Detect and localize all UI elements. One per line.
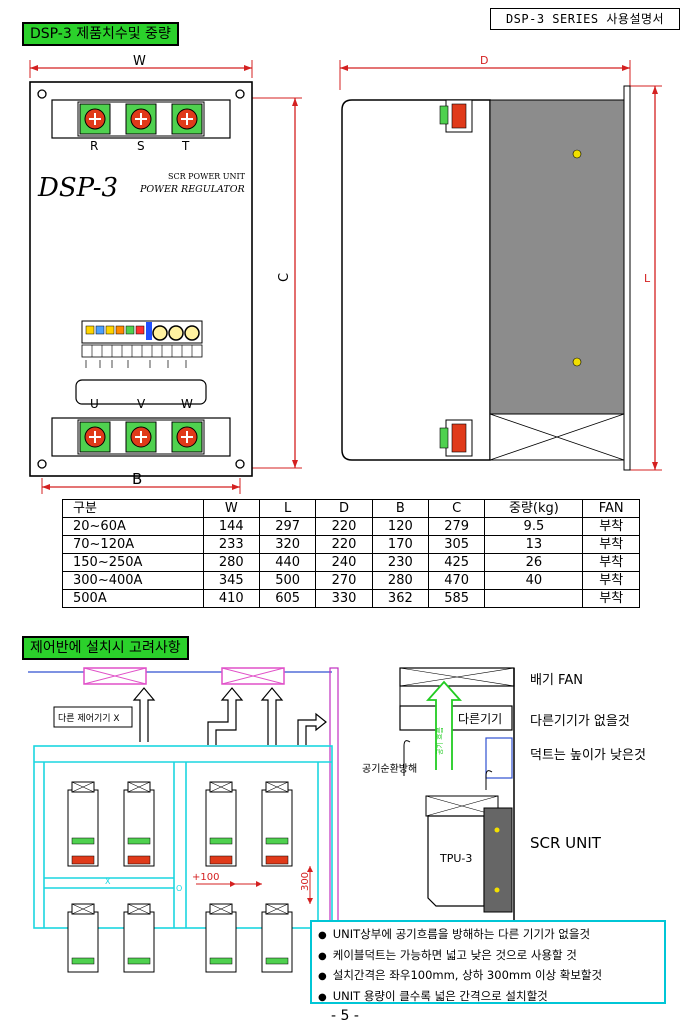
dimension-w-label: W <box>133 54 146 69</box>
no-other-device-note: 다른기기가 없을것 <box>530 714 630 729</box>
front-unit-body <box>29 81 253 477</box>
dimension-c <box>250 97 302 469</box>
duct-o-label: O <box>176 884 183 893</box>
table-row: 70~120A 233 320 220 170 305 13 부착 <box>62 535 640 554</box>
dimension-b <box>41 478 241 494</box>
input-terminals <box>79 103 203 135</box>
other-device-label: 다른 제어기기 X <box>58 714 120 724</box>
section-title-installation: 제어반에 설치시 고려사항 <box>22 636 189 660</box>
table-cell: 362 <box>371 589 430 608</box>
table-cell: 605 <box>258 589 317 608</box>
tpu-label: TPU-3 <box>440 852 473 865</box>
table-cell: 330 <box>315 589 373 608</box>
panel-exhaust-fans <box>83 667 285 685</box>
table-row: 20~60A 144 297 220 120 279 9.5 부착 <box>62 517 640 536</box>
table-cell: 부착 <box>582 589 640 608</box>
table-row: 500A 410 605 330 362 585 부착 <box>62 589 640 608</box>
airflow-arrows <box>132 687 327 745</box>
table-cell: 부착 <box>582 535 640 554</box>
table-cell: 585 <box>428 589 486 608</box>
control-board <box>81 320 203 368</box>
table-header-row: 구분 W L D B C 중량(kg) FAN <box>62 499 640 518</box>
brand-subtitle-top: SCR POWER UNIT <box>168 172 245 181</box>
cable-duct <box>33 745 333 929</box>
installation-notes: UNIT상부에 공기흐름을 방해하는 다른 기기가 없을것 케이블덕트는 가능하… <box>310 920 666 1004</box>
duct-low-note: 덕트는 높이가 낮은것 <box>530 748 646 763</box>
table-cell: 13 <box>484 535 584 554</box>
spec-table: 구분 W L D B C 중량(kg) FAN 20~60A 144 297 2… <box>62 499 640 608</box>
table-cell <box>484 589 584 608</box>
dimension-w <box>29 60 253 78</box>
table-cell: 410 <box>202 589 260 608</box>
table-header: W <box>202 499 260 518</box>
brand-logo: DSP-3 <box>38 173 119 203</box>
section-title-dimensions: DSP-3 제품치수및 중량 <box>22 22 179 46</box>
other-device-box-label: 다른기기 <box>458 712 503 726</box>
side-airflow-diagram <box>399 667 515 930</box>
terminal-label-v: V <box>137 397 146 411</box>
exhaust-fan-label: 배기 FAN <box>530 673 583 688</box>
table-cell: 부착 <box>582 571 640 590</box>
table-cell: 425 <box>428 553 486 572</box>
duct-x-label: X <box>105 877 111 886</box>
dimension-b-label: B <box>132 470 143 488</box>
table-header: FAN <box>582 499 640 518</box>
dimension-l-label: L <box>644 272 651 285</box>
note-item: 설치간격은 좌우100mm, 상하 300mm 이상 확보할것 <box>318 966 658 987</box>
terminal-label-t: T <box>182 139 190 153</box>
terminal-label-u: U <box>90 397 99 411</box>
table-cell: 부착 <box>582 517 640 536</box>
note-item: UNIT 용량이 클수록 넓은 간격으로 설치할것 <box>318 987 658 1008</box>
airflow-direction-label: 공기순환방해 <box>362 764 418 775</box>
dimension-d-label: D <box>480 54 489 67</box>
output-terminals <box>79 421 203 453</box>
table-cell: 144 <box>202 517 260 536</box>
table-cell: 부착 <box>582 553 640 572</box>
table-header: 중량(kg) <box>484 499 584 518</box>
page-number: - 5 - <box>331 1008 359 1024</box>
terminal-label-r: R <box>90 139 99 153</box>
spacing-horizontal-label: +100 <box>192 872 220 883</box>
panel-units <box>67 781 293 973</box>
airflow-tag: 공기 흐름 <box>436 727 444 755</box>
terminal-label-s: S <box>137 139 145 153</box>
spacing-vertical-label: 300 <box>300 871 312 892</box>
note-item: 케이블덕트는 가능하면 넓고 낮은 것으로 사용할 것 <box>318 946 658 967</box>
scr-unit-label: SCR UNIT <box>530 834 601 852</box>
side-view <box>339 60 662 471</box>
table-cell: 500A <box>62 589 204 608</box>
brand-subtitle-bottom: POWER REGULATOR <box>140 184 245 195</box>
note-item: UNIT상부에 공기흐름을 방해하는 다른 기기가 없을것 <box>318 925 658 946</box>
table-cell: 300~400A <box>62 571 204 590</box>
table-cell: 230 <box>371 553 430 572</box>
table-cell: 233 <box>202 535 260 554</box>
document-header: DSP-3 SERIES 사용설명서 <box>490 8 680 30</box>
terminal-label-w: W <box>181 397 193 411</box>
